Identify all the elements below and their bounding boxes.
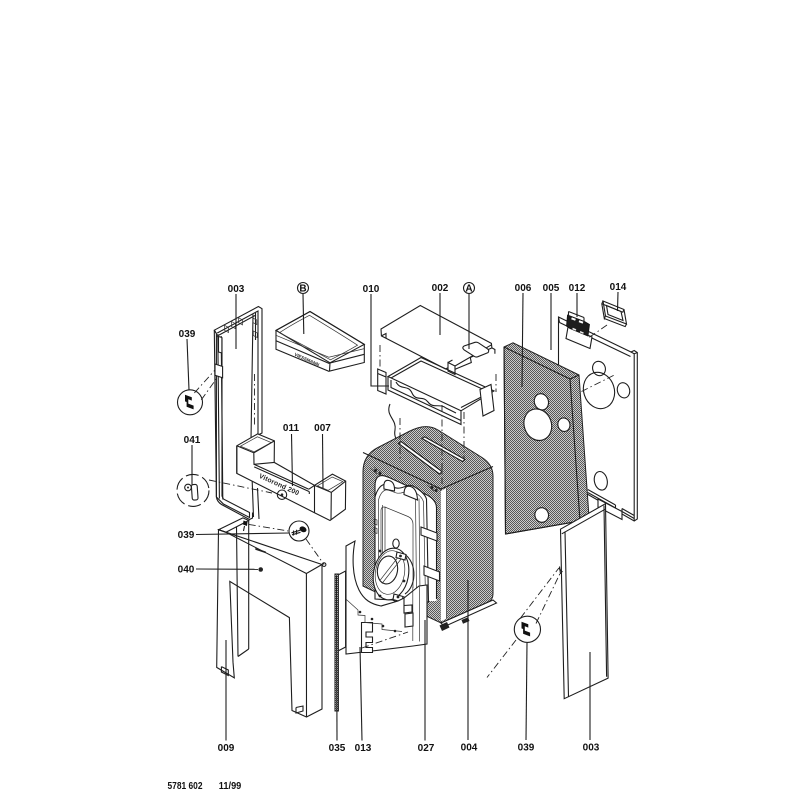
- svg-text:039: 039: [179, 329, 196, 340]
- svg-text:011: 011: [283, 423, 300, 434]
- svg-text:A: A: [465, 284, 472, 295]
- svg-text:009: 009: [218, 743, 235, 754]
- svg-text:004: 004: [461, 743, 478, 754]
- svg-text:040: 040: [178, 565, 195, 576]
- svg-text:B: B: [299, 284, 306, 295]
- svg-text:013: 013: [355, 743, 372, 754]
- svg-text:035: 035: [329, 743, 346, 754]
- svg-text:002: 002: [432, 283, 449, 294]
- svg-text:039: 039: [178, 530, 195, 541]
- svg-text:041: 041: [184, 435, 201, 446]
- svg-text:005: 005: [543, 283, 560, 294]
- svg-text:006: 006: [515, 283, 532, 294]
- svg-text:039: 039: [518, 743, 535, 754]
- svg-text:003: 003: [583, 743, 600, 754]
- svg-text:007: 007: [314, 423, 331, 434]
- svg-text:010: 010: [363, 284, 380, 295]
- svg-text:003: 003: [228, 284, 245, 295]
- svg-text:012: 012: [569, 283, 586, 294]
- svg-text:5781 602: 5781 602: [168, 781, 203, 792]
- svg-text:027: 027: [418, 743, 435, 754]
- svg-text:11/99: 11/99: [219, 781, 242, 792]
- svg-text:014: 014: [610, 282, 627, 293]
